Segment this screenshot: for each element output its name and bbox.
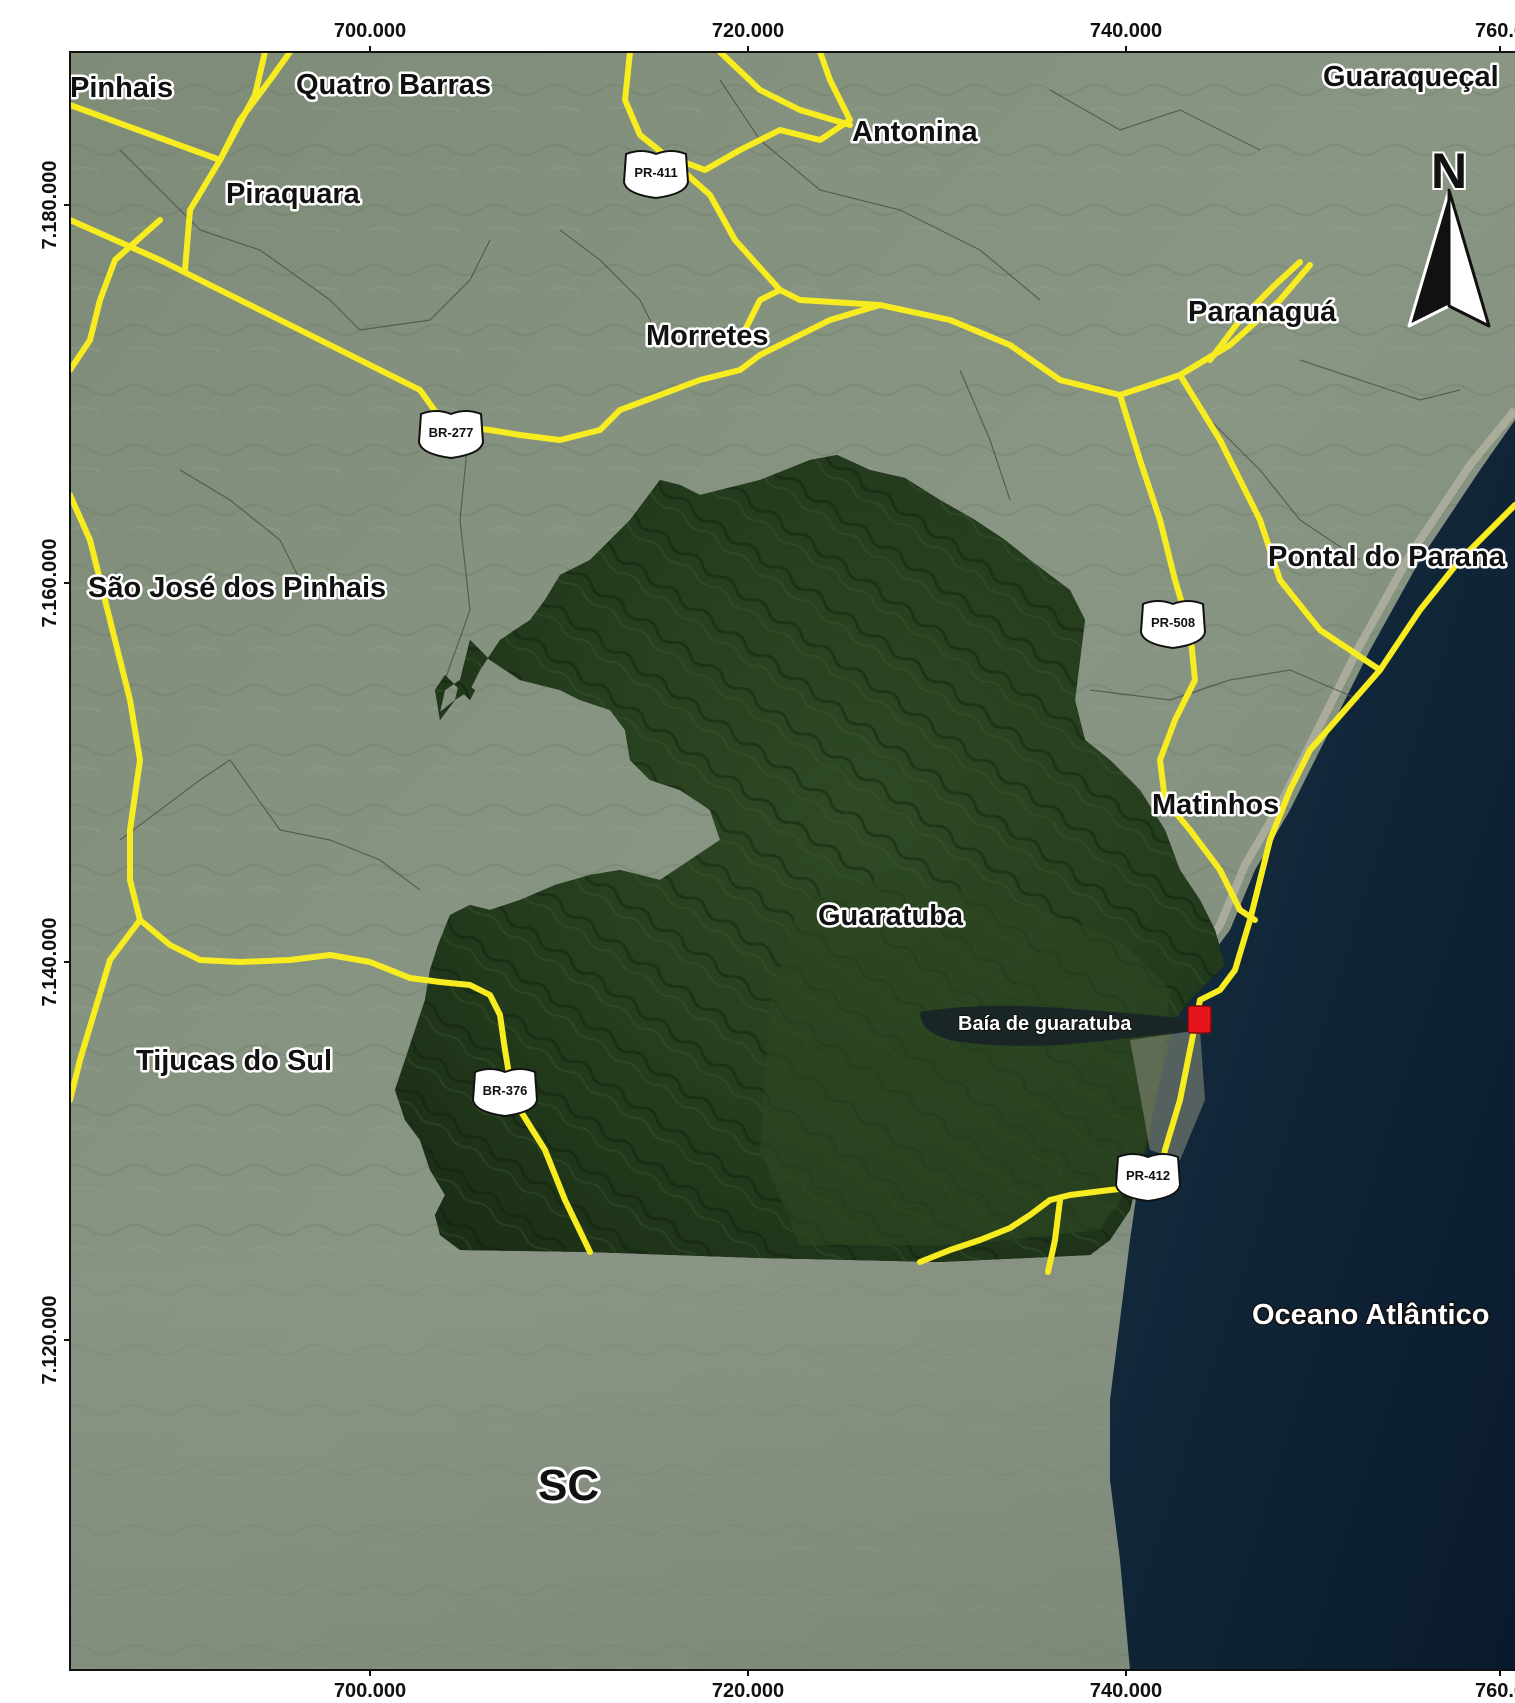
- shield-shape: [1139, 600, 1207, 650]
- x-tick-label: 720.000: [712, 1680, 784, 1702]
- road-morretes-link: [742, 287, 783, 333]
- label-guaraquecaba: Guaraqueçal: [1323, 61, 1499, 93]
- shield-br376[interactable]: BR-376: [471, 1068, 539, 1118]
- highlight-marker[interactable]: [1187, 1005, 1212, 1034]
- road-pontal: [1177, 372, 1383, 673]
- label-sao-jose-dos-pinhais: São José dos Pinhais: [88, 572, 386, 604]
- shield-pr508[interactable]: PR-508: [1139, 600, 1207, 650]
- north-arrow-right: [1447, 188, 1491, 328]
- y-tick-label: 7.140.000: [39, 918, 61, 1007]
- shield-shape: [1114, 1153, 1182, 1203]
- label-pinhais: Pinhais: [70, 72, 173, 104]
- shield-label: BR-376: [483, 1083, 528, 1098]
- shield-pr411[interactable]: PR-411: [622, 150, 690, 200]
- road-pr508: [1117, 392, 1258, 923]
- road-pr411-south: [662, 152, 883, 308]
- road-pr412-spur: [1045, 1197, 1063, 1275]
- x-tick-label: 760.0: [1475, 20, 1515, 42]
- road-tijucas: [70, 917, 143, 1103]
- road-quatro-barras: [217, 52, 268, 163]
- y-tick-label: 7.120.000: [39, 1296, 61, 1385]
- map-body: PR-411 BR-277 PR-508 BR-376 PR-412 Pinha…: [70, 52, 1515, 1670]
- road-pr412: [917, 1182, 1163, 1265]
- label-baia-de-guaratuba: Baía de guaratuba: [958, 1013, 1132, 1035]
- shield-br277[interactable]: BR-277: [417, 410, 485, 460]
- x-tick-label: 740.000: [1090, 20, 1162, 42]
- road-br376-south: [517, 1107, 593, 1255]
- y-tick-label: 7.160.000: [39, 539, 61, 628]
- road-br376-north: [70, 492, 523, 1113]
- north-arrow: N: [1407, 141, 1491, 328]
- shield-shape: [622, 150, 690, 200]
- label-guaratuba: Guaratuba: [818, 900, 964, 932]
- label-quatro-barras: Quatro Barras: [296, 69, 491, 101]
- road-antonina: [717, 52, 853, 128]
- label-matinhos: Matinhos: [1152, 789, 1279, 821]
- label-pontal-do-parana: Pontal do Parana: [1268, 541, 1506, 573]
- road-pr411: [622, 52, 853, 173]
- road-pontal-coast: [1377, 502, 1515, 673]
- road-coastal: [1197, 667, 1383, 1003]
- label-antonina: Antonina: [852, 116, 979, 148]
- y-tick-label: 7.180.000: [39, 161, 61, 250]
- label-oceano-atlantico: Oceano Atlântico: [1252, 1299, 1489, 1331]
- guaratuba-lowland: [760, 880, 1170, 1245]
- guaratuba-bay: [920, 1005, 1195, 1046]
- coordinate-ticks: 700.000 700.000 720.000 720.000 740.000 740.0…: [39, 20, 1515, 1702]
- municipal-boundaries: [119, 79, 1461, 891]
- label-tijucas-do-sul: Tijucas do Sul: [136, 1045, 332, 1077]
- x-tick-label: 700.000: [334, 1680, 406, 1702]
- label-paranagua: Paranaguá: [1188, 296, 1337, 328]
- map-frame: [69, 51, 1515, 1671]
- label-morretes: Morretes: [646, 320, 769, 352]
- x-tick-label: 720.000: [712, 20, 784, 42]
- x-tick-label: 760.0: [1475, 1680, 1515, 1702]
- sc-zone: [70, 1250, 1140, 1670]
- road-br277-west: [70, 217, 883, 443]
- shield-label: BR-277: [429, 425, 474, 440]
- shield-label: PR-412: [1126, 1168, 1170, 1183]
- x-tick-label: 700.000: [334, 20, 406, 42]
- x-tick-label: 740.000: [1090, 1680, 1162, 1702]
- road-paranagua-spur: [1207, 259, 1303, 363]
- shield-pr412[interactable]: PR-412: [1114, 1153, 1182, 1203]
- shield-shape: [471, 1068, 539, 1118]
- label-piraquara: Piraquara: [226, 178, 361, 210]
- shield-label: PR-411: [634, 165, 677, 180]
- road-piraquara: [182, 157, 223, 273]
- label-sc: SC: [538, 1461, 599, 1510]
- shield-label: PR-508: [1151, 615, 1195, 630]
- shield-shape: [417, 410, 485, 460]
- road-west-main: [70, 217, 163, 373]
- ocean: [1110, 420, 1515, 1670]
- north-arrow-label: N: [1431, 143, 1467, 199]
